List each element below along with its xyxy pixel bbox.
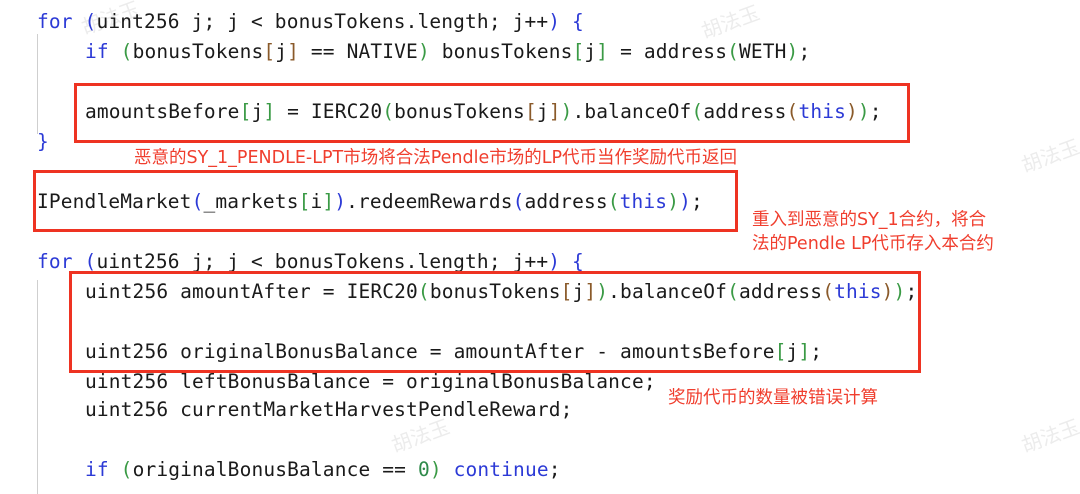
highlight-box-amounts-before-ext bbox=[74, 83, 910, 143]
highlight-box-amount-after bbox=[69, 271, 921, 373]
code-line-if-continue: if (originalBonusBalance == 0) continue; bbox=[85, 458, 561, 481]
keyword-for: for bbox=[37, 10, 73, 33]
keyword-if: if bbox=[85, 40, 109, 63]
code-line-amount-after: uint256 amountAfter = IERC20(bonusTokens… bbox=[85, 280, 918, 303]
watermark: 胡法玉 bbox=[1018, 414, 1080, 458]
code-line-if-native: if (bonusTokens[j] == NATIVE) bonusToken… bbox=[85, 40, 811, 63]
watermark: 胡法玉 bbox=[698, 0, 763, 44]
code-line-current-market-reward: uint256 currentMarketHarvestPendleReward… bbox=[85, 398, 573, 421]
code-line-redeem-rewards: IPendleMarket(_markets[i]).redeemRewards… bbox=[37, 190, 703, 213]
code-line-close-brace: } bbox=[37, 130, 49, 153]
code-line-original-bonus-balance: uint256 originalBonusBalance = amountAft… bbox=[85, 340, 823, 363]
annotation-reentrancy-line1: 重入到恶意的SY_1合约，将合 bbox=[752, 210, 987, 230]
indent-guide bbox=[37, 280, 38, 494]
code-line-for-loop-2: for (uint256 j; j < bonusTokens.length; … bbox=[37, 250, 584, 273]
highlight-box-redeem-rewards bbox=[33, 170, 738, 232]
code-line-for-loop-1: for (uint256 j; j < bonusTokens.length; … bbox=[37, 10, 584, 33]
annotation-miscalculated-amount: 奖励代币的数量被错误计算 bbox=[668, 388, 878, 408]
watermark: 胡法玉 bbox=[1018, 134, 1080, 178]
keyword-continue: continue bbox=[441, 458, 549, 481]
keyword-for: for bbox=[37, 250, 73, 273]
code-line-left-bonus-balance: uint256 leftBonusBalance = originalBonus… bbox=[85, 370, 656, 393]
indent-guide bbox=[37, 34, 38, 134]
keyword-if: if bbox=[85, 458, 109, 481]
annotation-malicious-market: 恶意的SY_1_PENDLE-LPT市场将合法Pendle市场的LP代币当作奖励… bbox=[134, 148, 738, 168]
annotation-reentrancy-line2: 法的Pendle LP代币存入本合约 bbox=[752, 234, 994, 254]
code-line-amounts-before: amountsBefore[j] = IERC20(bonusTokens[j]… bbox=[85, 100, 882, 123]
